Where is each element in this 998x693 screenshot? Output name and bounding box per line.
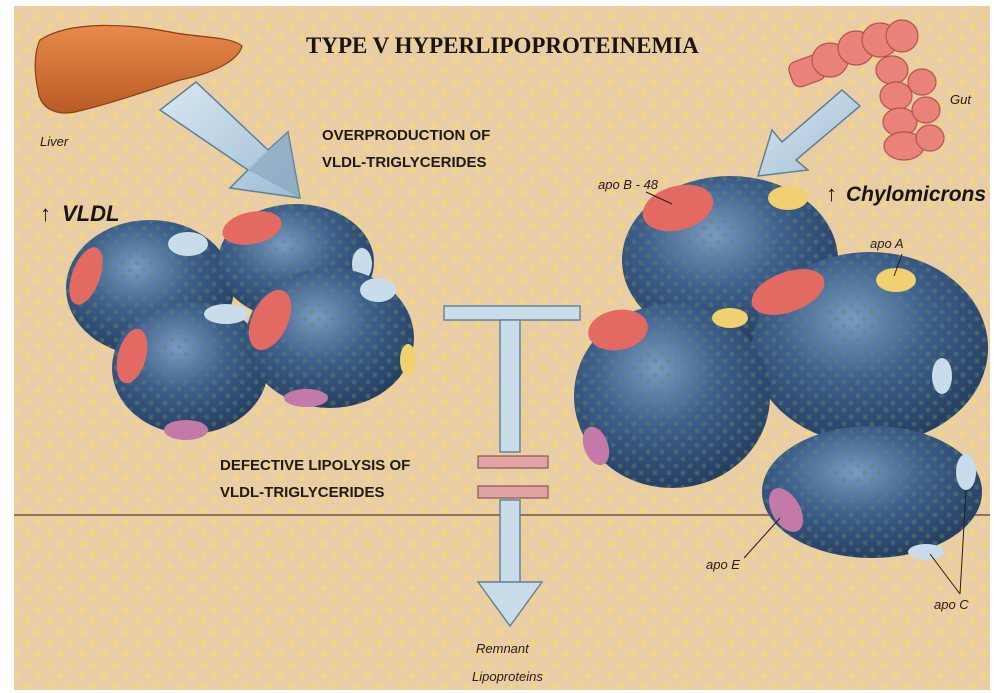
remnant-label-1: Remnant (476, 641, 530, 656)
vldl-up-arrow-icon: ↑ (40, 201, 51, 226)
chylomicron-particle (574, 304, 770, 488)
apo-a-label: apo A (870, 236, 904, 251)
overproduction-text-1: OVERPRODUCTION OF (322, 127, 490, 144)
defective-lipolysis-text-2: VLDL-TRIGLYCERIDES (220, 484, 384, 501)
block-bar-upper (478, 456, 548, 468)
defective-lipolysis-text-1: DEFECTIVE LIPOLYSIS OF (220, 457, 410, 474)
chylomicrons-label: Chylomicrons (846, 183, 986, 206)
apo-b48-label: apo B - 48 (598, 177, 659, 192)
apo-e-label: apo E (706, 557, 740, 572)
vldl-label: VLDL (62, 201, 119, 226)
gut-label: Gut (950, 92, 972, 107)
diagram-title: TYPE V HYPERLIPOPROTEINEMIA (306, 33, 699, 58)
chylomicron-up-arrow-icon: ↑ (826, 181, 837, 206)
remnant-label-2: Lipoproteins (472, 669, 543, 684)
apo-c-label: apo C (934, 597, 969, 612)
liver-label: Liver (40, 134, 69, 149)
overproduction-text-2: VLDL-TRIGLYCERIDES (322, 154, 486, 171)
block-bar-lower (478, 486, 548, 498)
